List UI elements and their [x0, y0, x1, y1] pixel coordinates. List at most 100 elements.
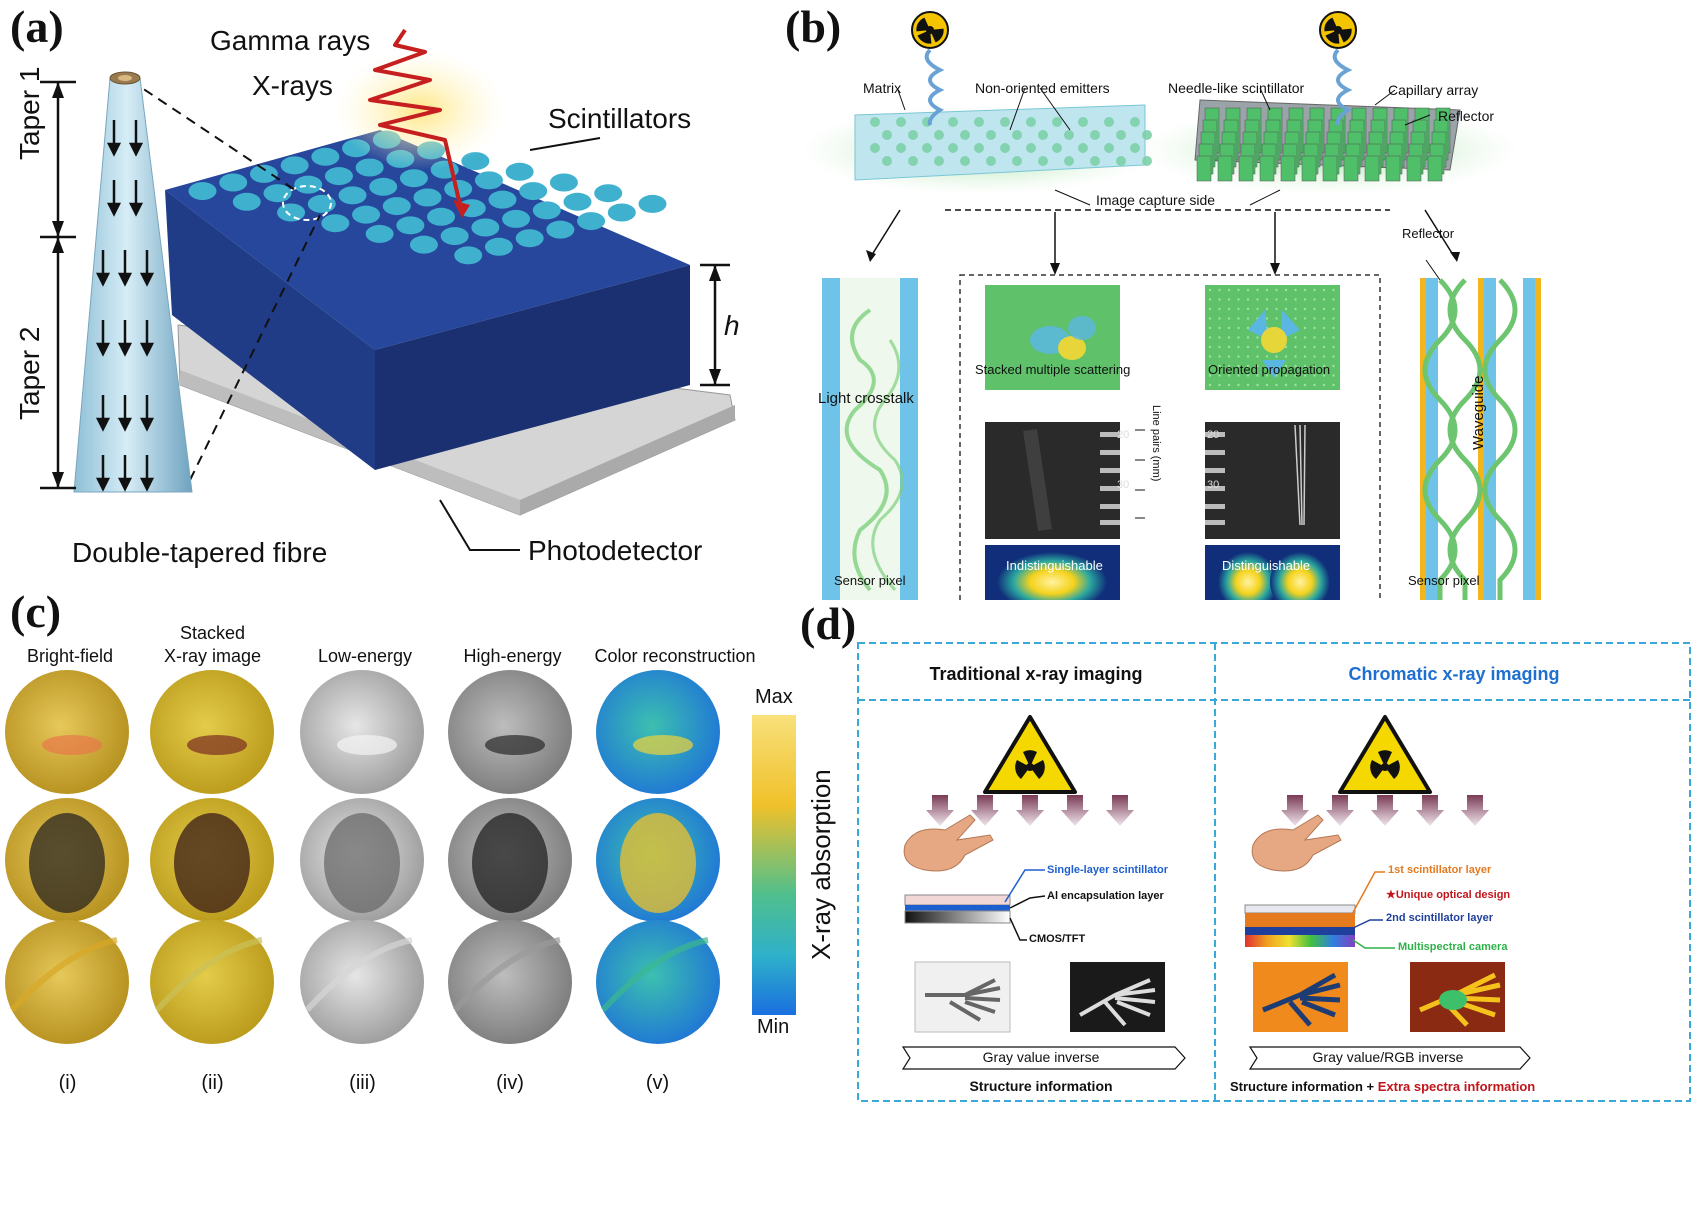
- emitter: [934, 156, 944, 166]
- emitter: [1078, 143, 1088, 153]
- needle: [1280, 155, 1296, 182]
- hole: [294, 175, 323, 194]
- fibre-arrow-head: [139, 477, 155, 492]
- hole: [413, 188, 442, 207]
- label-matrix: Matrix: [863, 80, 902, 96]
- hole: [396, 216, 425, 235]
- label-waveguide: Waveguide: [1470, 375, 1487, 451]
- label-gray-inverse: Gray value inverse: [982, 1049, 1100, 1065]
- hole: [321, 214, 350, 233]
- hole: [474, 171, 503, 190]
- label-reflector-top: Reflector: [1438, 108, 1495, 124]
- emitter: [1012, 130, 1022, 140]
- hole: [440, 227, 469, 246]
- needle-scintillator-array: [1196, 107, 1451, 182]
- col-stacked-line2: X-ray image: [163, 646, 262, 666]
- scintillator-side: [375, 265, 690, 470]
- hole: [307, 194, 336, 213]
- fibre-arrows: [95, 120, 155, 492]
- emitter: [974, 117, 984, 127]
- specimen-image: [596, 670, 720, 794]
- hole: [502, 209, 531, 228]
- label-stacked-scattering: Stacked multiple scattering: [975, 362, 1131, 377]
- label-structure-left: Structure information: [969, 1078, 1113, 1094]
- rgb-inverse-bar: [1248, 1046, 1531, 1070]
- label-needle-scintillator: Needle-like scintillator: [1168, 80, 1305, 96]
- fibre-arrow-head: [117, 342, 133, 357]
- xray-arrow: [1326, 795, 1354, 826]
- needle: [1364, 155, 1380, 182]
- label-double-tapered-fibre: Double-tapered fibre: [72, 537, 328, 568]
- colorbar-max: Max: [755, 686, 793, 708]
- label-single-layer: Single-layer scintillator: [1047, 864, 1169, 876]
- radiation-wave: [368, 28, 462, 206]
- emitter: [1038, 156, 1048, 166]
- panel-c-letter: (c): [10, 586, 62, 637]
- hole: [427, 207, 456, 226]
- emitter: [1026, 117, 1036, 127]
- specimen-image: [150, 920, 274, 1044]
- specimen-image: [300, 920, 424, 1044]
- title-chromatic: Chromatic x-ray imaging: [1348, 664, 1560, 684]
- xray-arrow: [1016, 795, 1044, 826]
- specimen-image: [596, 920, 720, 1044]
- label-non-oriented-emitters: Non-oriented emitters: [975, 80, 1110, 96]
- roman-iv: (iv): [496, 1072, 524, 1094]
- tick-30-left: 30: [1117, 479, 1130, 491]
- label-reflector-right: Reflector: [1402, 226, 1455, 241]
- emitter: [1130, 117, 1140, 127]
- label-taper-1: Taper 1: [14, 66, 45, 160]
- emitter: [960, 130, 970, 140]
- tick-20-right: 20: [1207, 429, 1220, 441]
- roman-ii: (ii): [201, 1072, 224, 1094]
- emitter: [1026, 143, 1036, 153]
- fibre-arrow-head: [95, 272, 111, 287]
- emitter: [1142, 130, 1152, 140]
- col-bright-field: Bright-field: [26, 646, 114, 666]
- scintillator-front: [165, 190, 375, 470]
- hole: [399, 169, 428, 188]
- label-extra-spectra: Extra spectra information: [1377, 1079, 1536, 1094]
- emitter: [908, 130, 918, 140]
- label-indistinguishable: Indistinguishable: [1006, 558, 1103, 573]
- hole: [219, 173, 248, 192]
- hole: [563, 192, 592, 211]
- col-high-energy: High-energy: [463, 646, 562, 666]
- label-second-layer: 2nd scintillator layer: [1386, 912, 1493, 924]
- hole: [505, 162, 534, 181]
- emitter: [960, 156, 970, 166]
- label-scintillators: Scintillators: [548, 103, 692, 134]
- specimen-image: [300, 670, 424, 794]
- label-structure-right-text: Structure information +: [1230, 1079, 1378, 1094]
- specimen-image: [5, 920, 129, 1044]
- label-photodetector: Photodetector: [528, 535, 703, 566]
- specimen-image: [448, 670, 572, 794]
- col-color-reconstruction: Color reconstruction: [594, 646, 756, 666]
- emitter: [1090, 156, 1100, 166]
- label-al-layer: Al encapsulation layer: [1047, 890, 1164, 902]
- fibre-arrow-head: [139, 342, 155, 357]
- emitter: [1116, 156, 1126, 166]
- hole: [484, 237, 513, 256]
- label-capillary-array: Capillary array: [1388, 82, 1479, 98]
- hole: [280, 156, 309, 175]
- roman-v: (v): [645, 1072, 670, 1094]
- hole: [488, 190, 517, 209]
- radiation-warning-icon-left: [983, 715, 1077, 794]
- panel-a-illustration: [40, 28, 736, 551]
- xray-arrow: [926, 795, 954, 826]
- fibre-arrow-head: [128, 202, 144, 217]
- emitter: [870, 117, 880, 127]
- colorbar-min: Min: [757, 1016, 790, 1038]
- hole: [594, 184, 623, 203]
- label-image-capture-side: Image capture side: [1096, 192, 1216, 208]
- hole: [515, 229, 544, 248]
- needle: [1259, 155, 1275, 182]
- needle: [1238, 155, 1254, 182]
- xray-arrow: [1416, 795, 1444, 826]
- panel-d-letter: (d): [800, 598, 857, 649]
- emitter: [1038, 130, 1048, 140]
- xray-arrow: [1106, 795, 1134, 826]
- xray-arrows: [926, 795, 1489, 826]
- needle: [1301, 155, 1317, 182]
